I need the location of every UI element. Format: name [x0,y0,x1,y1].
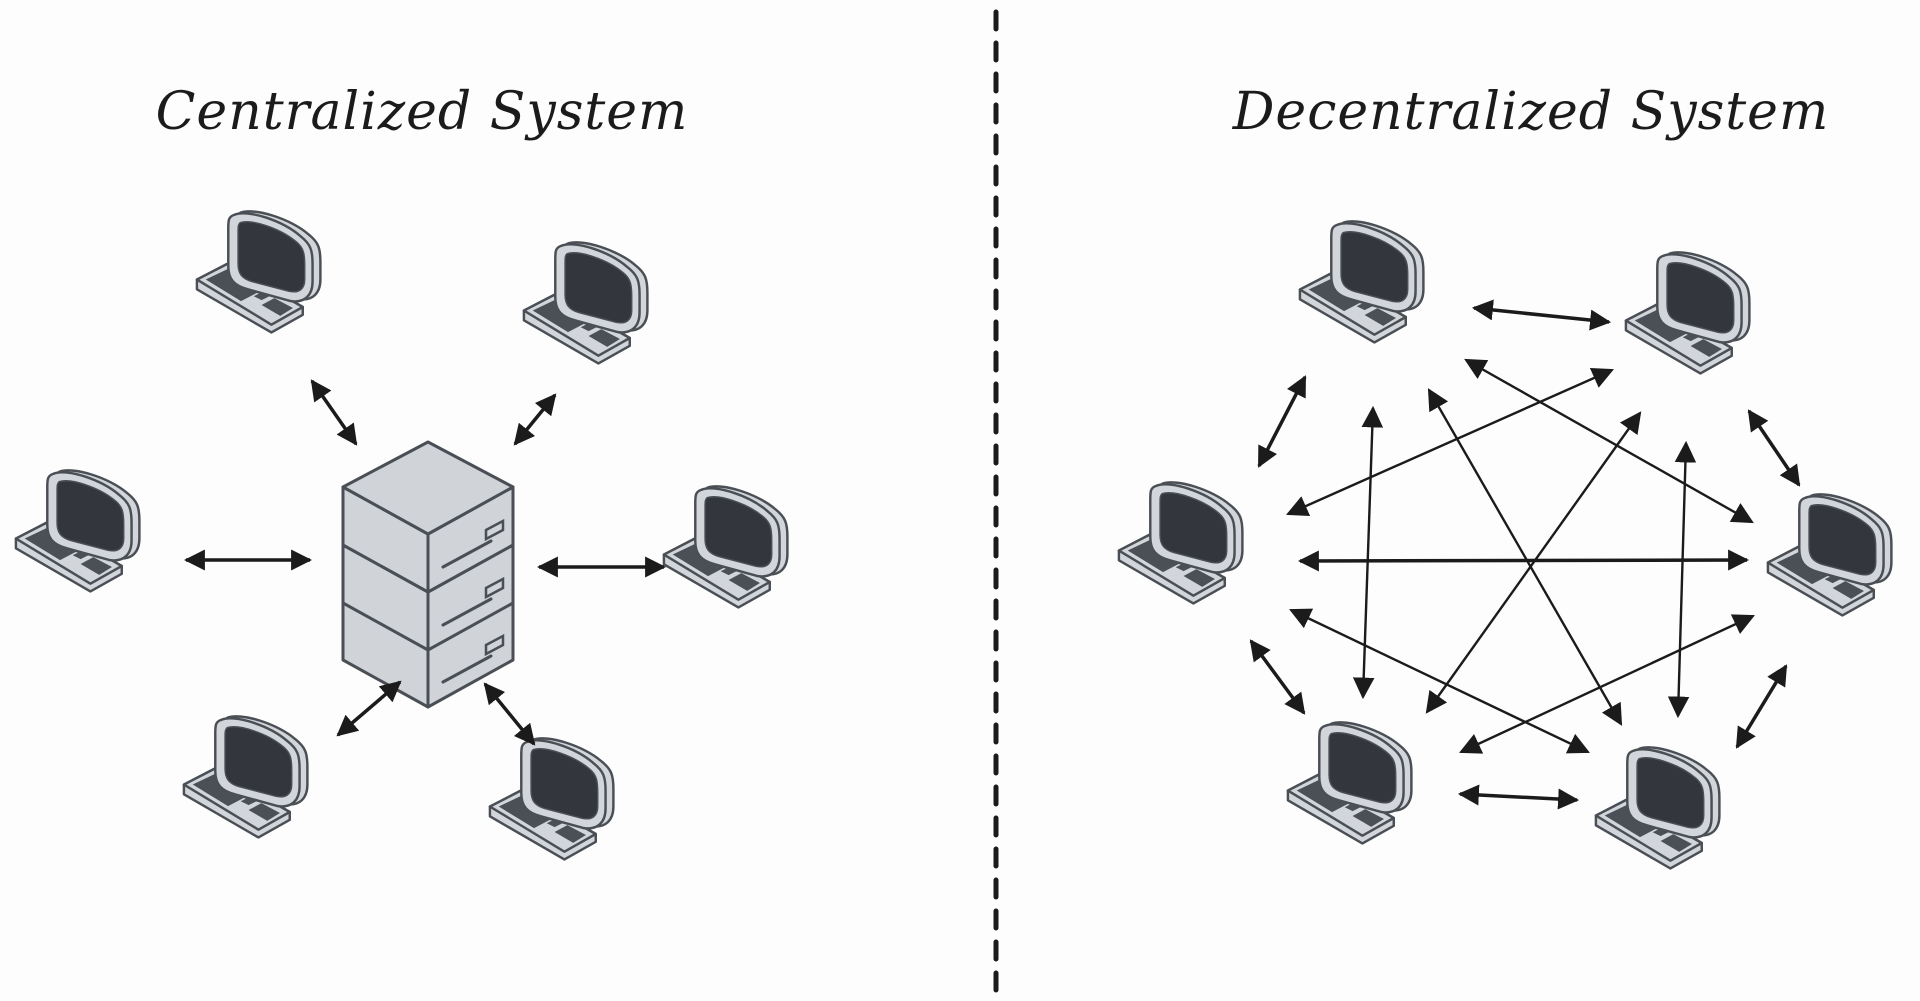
bidirectional-arrow [1471,299,1612,331]
centralized-diagram [14,210,789,861]
bidirectional-arrow [1747,409,1801,487]
bidirectional-arrow [1735,664,1788,749]
bidirectional-arrow [1286,368,1614,516]
bidirectional-arrow [1427,388,1623,726]
computer-icon [195,210,322,334]
bidirectional-arrow [1249,639,1306,715]
bidirectional-arrow [1352,405,1384,700]
server-stack-icon [341,440,515,709]
computer-icon [662,485,789,609]
computer-icon [488,737,615,861]
computer-icon [1298,220,1425,344]
computer-icon [1766,493,1893,617]
bidirectional-arrow [1425,411,1642,714]
decentralized-system-title: Decentralized System [1232,82,1830,142]
bidirectional-arrow [1464,358,1754,524]
centralized-system-title: Centralized System [155,82,689,142]
computer-icon [522,241,649,365]
bidirectional-arrow [1257,375,1307,468]
computer-icon [1286,721,1413,845]
bidirectional-arrow [1459,614,1755,754]
bidirectional-arrow [310,379,358,446]
bidirectional-arrow [1457,784,1580,810]
decentralized-diagram [1117,220,1893,870]
bidirectional-arrow [336,680,402,737]
bidirectional-arrow [513,393,557,446]
computer-icon [1117,481,1244,605]
bidirectional-arrow [483,682,536,746]
computer-icon [14,469,141,593]
computer-icon [182,715,309,839]
computer-icon [1624,251,1751,375]
computer-icon [1594,746,1721,870]
